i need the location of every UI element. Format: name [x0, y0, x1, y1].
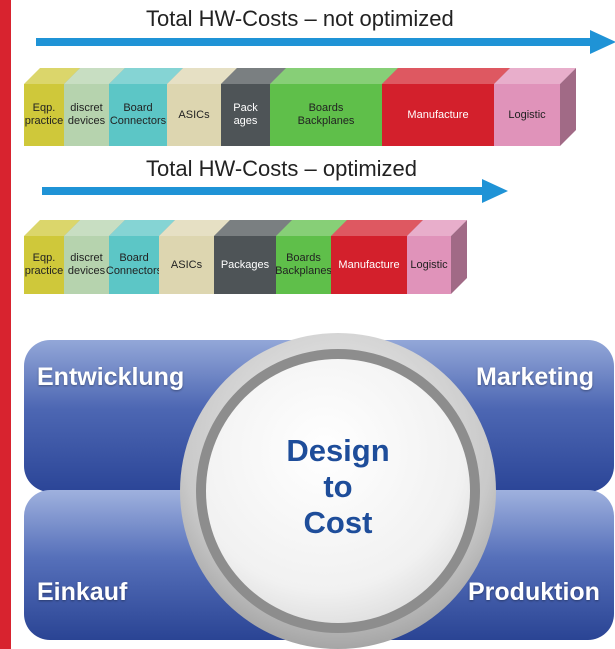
center-line-to: to	[323, 469, 353, 504]
optimized-block-label: Packages	[214, 236, 276, 294]
not-optimized-block-top	[167, 68, 237, 84]
not-optimized-block-7: Logistic	[494, 68, 576, 146]
optimized-block-top	[331, 220, 423, 236]
label-produktion: Produktion	[468, 578, 600, 606]
title-not-optimized: Total HW-Costs – not optimized	[146, 6, 454, 31]
center-text: Design to Cost	[238, 433, 438, 541]
optimized-block-top	[214, 220, 292, 236]
not-optimized-block-0: Eqp. practice	[24, 68, 80, 146]
optimized-block-label: Board Connectors	[106, 236, 162, 294]
not-optimized-block-top	[221, 68, 286, 84]
optimized-block-label: Manufacture	[331, 236, 407, 294]
optimized-block-top	[407, 220, 467, 236]
optimized-block-top	[159, 220, 230, 236]
center-disc	[206, 359, 470, 623]
label-entwicklung: Entwicklung	[37, 363, 185, 391]
not-optimized-block-5: Boards Backplanes	[270, 68, 398, 146]
not-optimized-block-top	[270, 68, 398, 84]
not-optimized-block-top	[494, 68, 576, 84]
optimized-block-top	[24, 220, 80, 236]
optimized-block-top	[109, 220, 175, 236]
center-line-cost: Cost	[303, 505, 373, 540]
optimized-block-label: discret devices	[64, 236, 109, 294]
not-optimized-block-top	[64, 68, 125, 84]
center-line-design: Design	[286, 433, 390, 468]
optimized-block-label: Eqp. practice	[24, 236, 64, 294]
optimized-block-label: ASICs	[159, 236, 214, 294]
not-optimized-block-label: Logistic	[494, 84, 560, 146]
label-marketing: Marketing	[476, 363, 595, 391]
arrow-not-optimized	[36, 30, 615, 54]
not-optimized-block-label: Pack ages	[221, 84, 270, 146]
not-optimized-block-label: Board Connectors	[109, 84, 167, 146]
not-optimized-block-top	[382, 68, 510, 84]
arrow-optimized	[42, 179, 508, 203]
left-accent-bar	[0, 0, 11, 649]
optimized-block-label: Logistic	[407, 236, 451, 294]
optimized-block-7: Logistic	[407, 220, 467, 294]
not-optimized-block-top	[109, 68, 183, 84]
not-optimized-block-top	[24, 68, 80, 84]
optimized-block-top	[276, 220, 347, 236]
not-optimized-block-label: Boards Backplanes	[270, 84, 382, 146]
not-optimized-block-label: discret devices	[64, 84, 109, 146]
not-optimized-block-side	[560, 68, 576, 146]
not-optimized-block-label: Manufacture	[382, 84, 494, 146]
not-optimized-block-label: ASICs	[167, 84, 221, 146]
optimized-block-label: Boards Backplanes	[275, 236, 332, 294]
not-optimized-block-label: Eqp. practice	[24, 84, 64, 146]
title-optimized: Total HW-Costs – optimized	[146, 156, 418, 181]
label-einkauf: Einkauf	[37, 578, 128, 606]
optimized-block-side	[451, 220, 467, 294]
optimized-block-top	[64, 220, 125, 236]
